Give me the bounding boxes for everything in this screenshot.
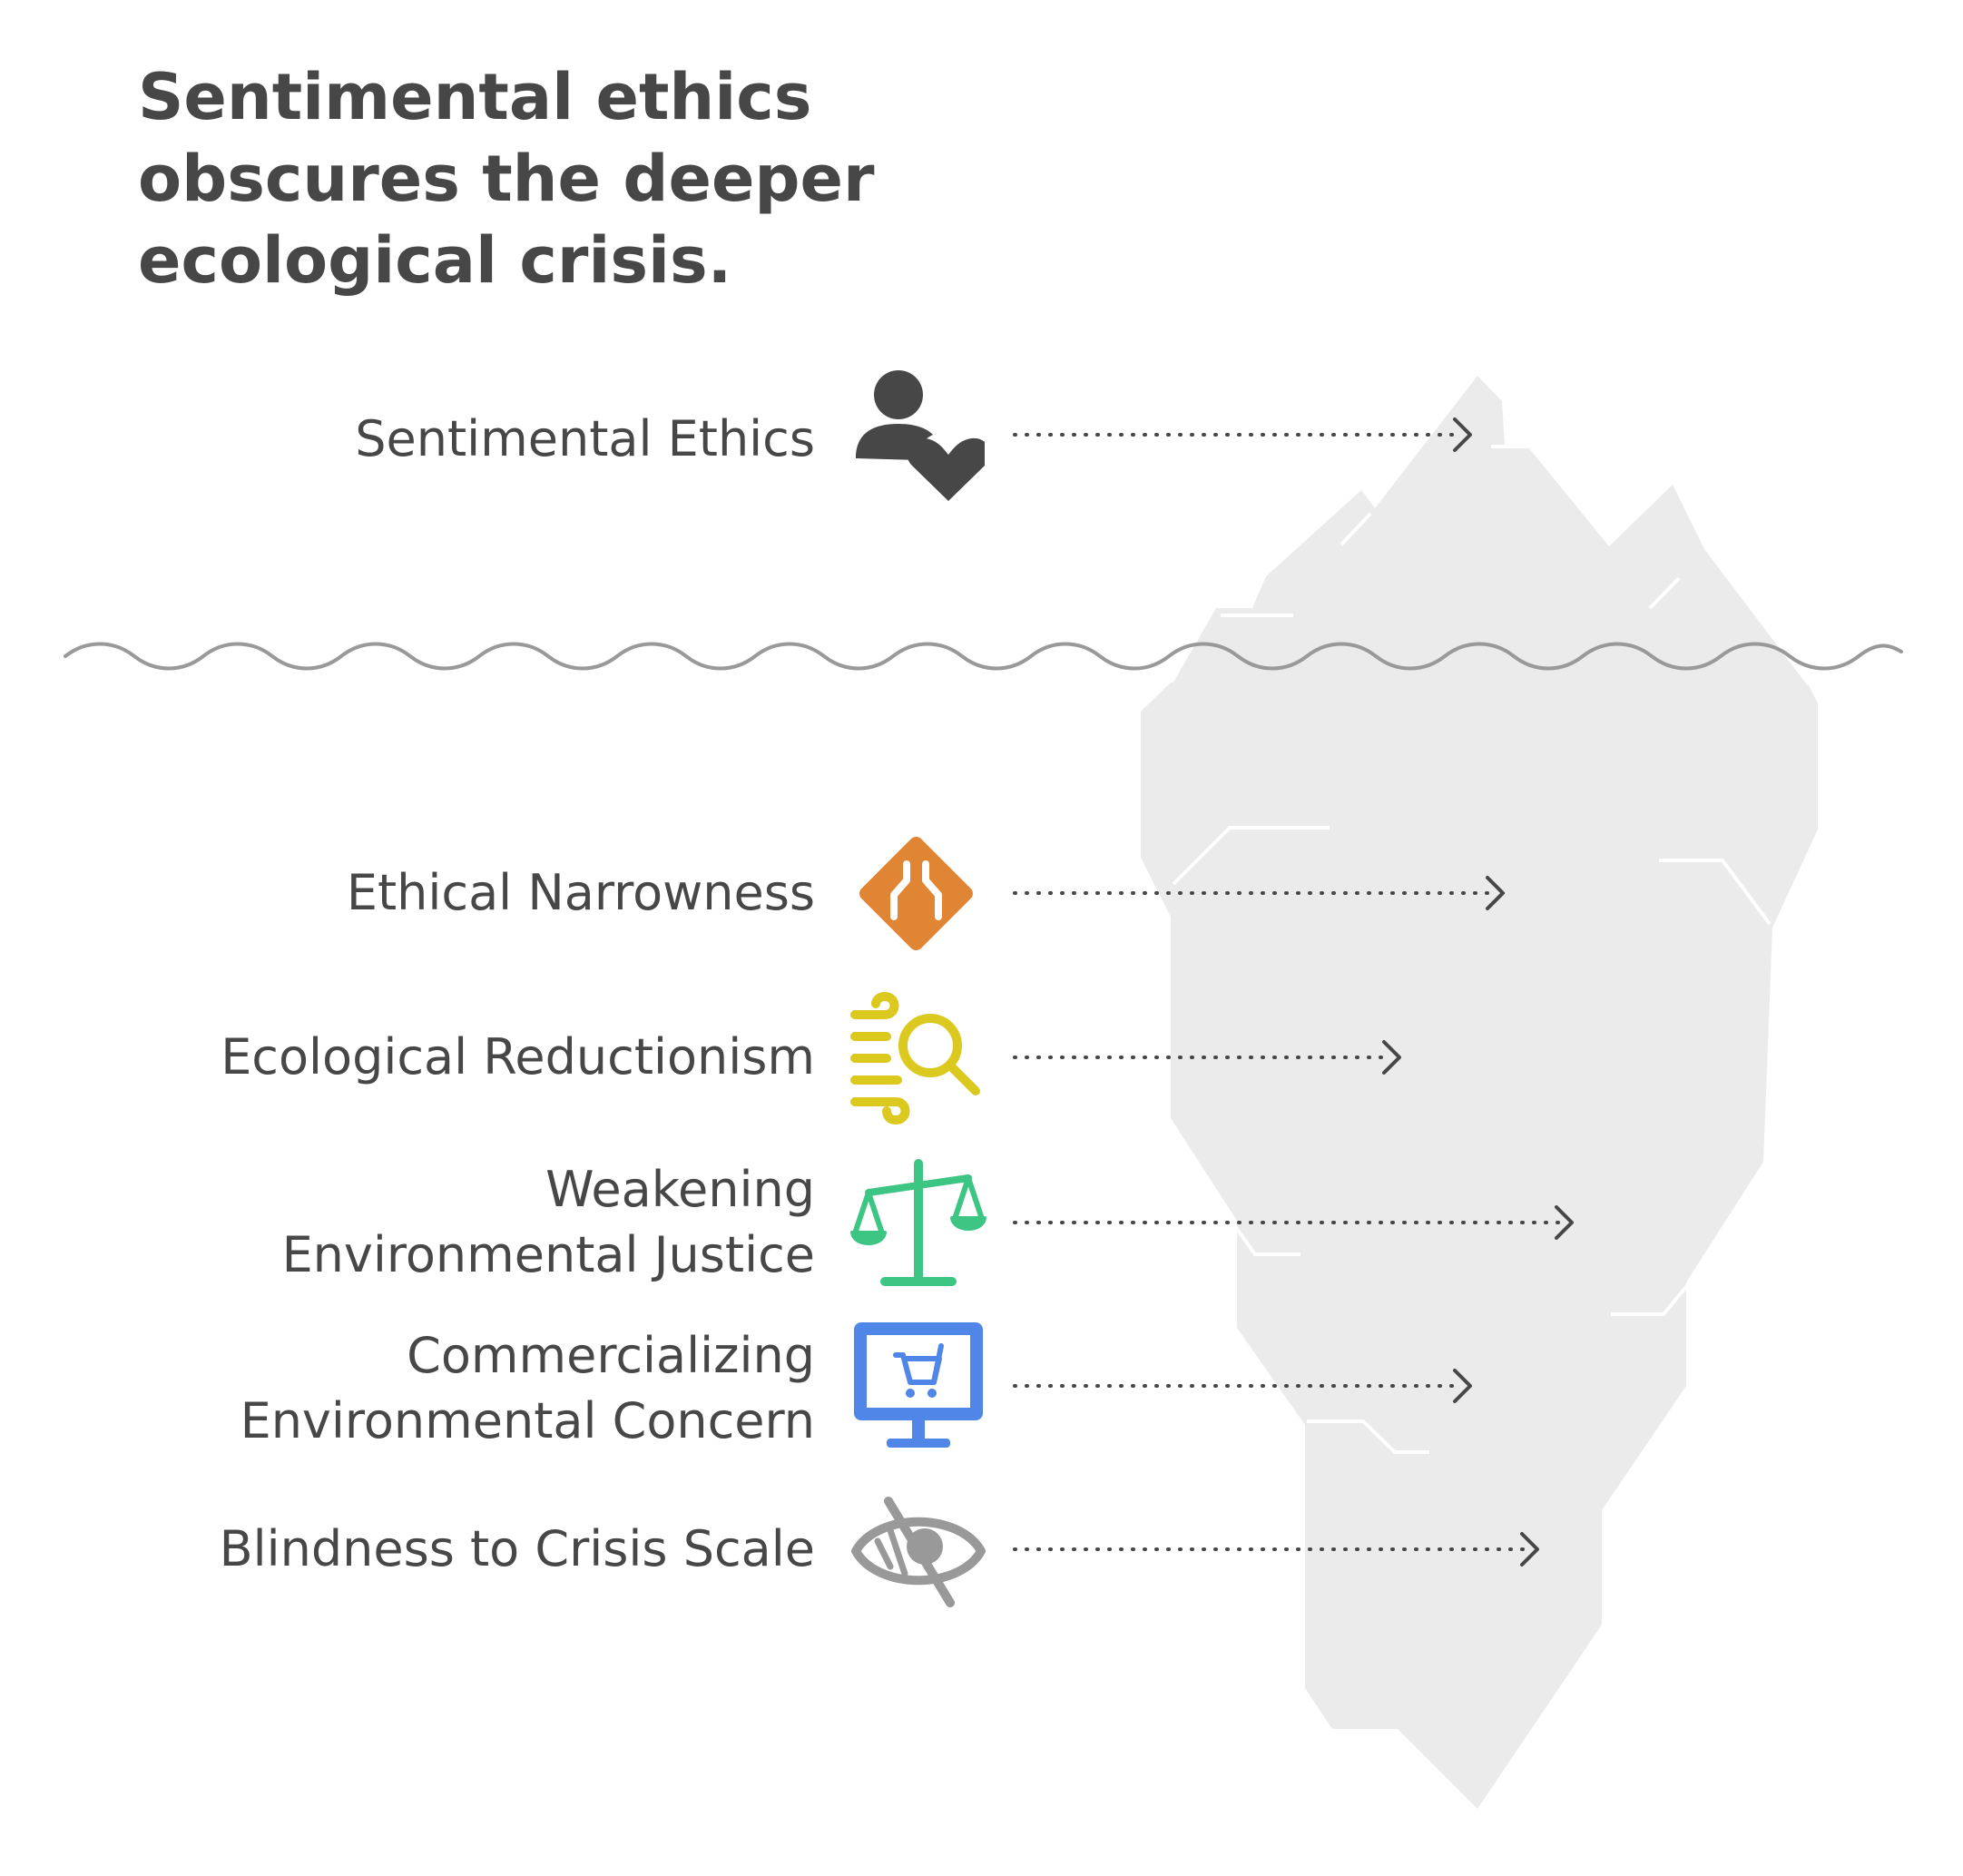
scales-icon	[850, 1159, 986, 1286]
label-ethical-narrowness: Ethical Narrowness	[346, 864, 815, 921]
arrow-weakening-environmental-justice	[1013, 1205, 1574, 1240]
label-sentimental-ethics: Sentimental Ethics	[355, 410, 815, 467]
title-line-1: Sentimental ethics	[138, 60, 812, 134]
iceberg-body	[1141, 683, 1818, 1809]
label-commercializing-environmental-concern: Commercializing Environmental Concern	[240, 1327, 815, 1449]
label-ecological-reductionism: Ecological Reductionism	[221, 1028, 815, 1085]
arrow-sentimental-ethics	[1013, 417, 1472, 452]
arrows	[1013, 417, 1574, 1567]
title-line-3: ecological crisis.	[138, 223, 732, 298]
person-heart-icon	[856, 370, 985, 501]
label-weakening-environmental-justice: Weakening Environmental Justice	[281, 1161, 815, 1283]
arrow-ecological-reductionism	[1013, 1040, 1401, 1075]
title-line-2: obscures the deeper	[138, 142, 875, 216]
wind-search-icon	[850, 991, 980, 1125]
arrow-blindness-to-crisis-scale	[1013, 1532, 1539, 1567]
diagram-title: Sentimental ethics obscures the deeper e…	[138, 56, 955, 301]
arrow-commercializing-environmental-concern	[1013, 1369, 1472, 1403]
label-blindness-to-crisis-scale: Blindness to Crisis Scale	[219, 1520, 815, 1577]
monitor-cart-icon	[854, 1322, 983, 1448]
iceberg-cracks	[1172, 445, 1772, 1515]
eye-slash-icon	[851, 1497, 986, 1607]
arrow-ethical-narrowness	[1013, 876, 1505, 910]
water-line	[64, 642, 1903, 671]
narrowing-paths-icon	[859, 837, 973, 950]
iceberg-tip	[1171, 375, 1809, 687]
